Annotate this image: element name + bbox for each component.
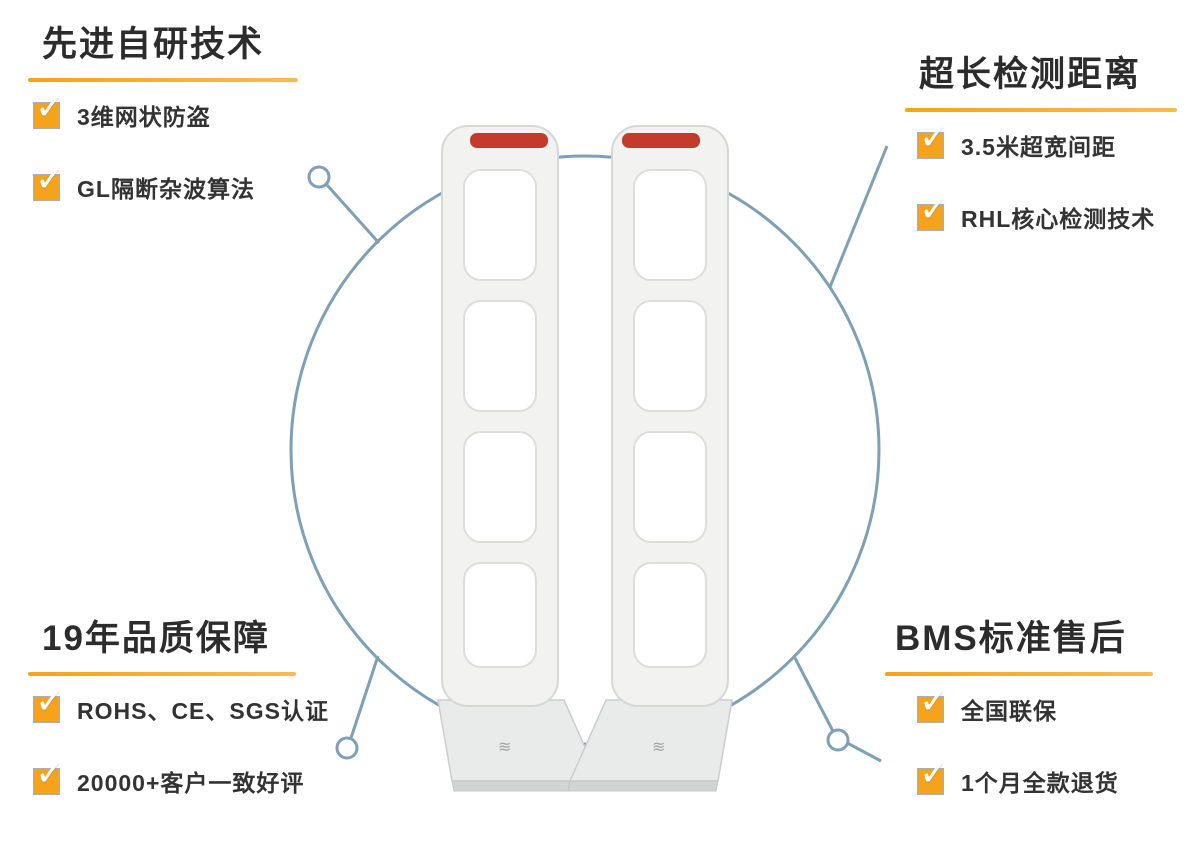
connector-line-bottom-left (348, 655, 380, 742)
connector-line-top-right (828, 145, 889, 288)
gate-right-base (568, 699, 733, 782)
feature-item-label: 全国联保 (961, 698, 1057, 724)
gate-right-pillar: ≋ (567, 125, 733, 792)
feature-list: ✓ 全国联保 ✓ 1个月全款退货 (885, 679, 1153, 798)
gate-left-indicator-light (470, 133, 548, 148)
feature-item: ✓ 20000+客户一致好评 (33, 751, 303, 798)
feature-item-label: ROHS、CE、SGS认证 (77, 698, 329, 724)
accent-underline (28, 78, 298, 82)
check-icon: ✓ (33, 157, 67, 201)
accent-underline (28, 672, 296, 676)
gate-right-indicator-light (622, 133, 700, 148)
check-icon: ✓ (33, 751, 67, 795)
feature-title-bottom-right: BMS标准售后 (895, 619, 1127, 658)
gate-left-pillar: ≋ (437, 125, 603, 792)
gate-left-windows (463, 169, 537, 668)
gate-left-brand-mark: ≋ (498, 739, 511, 756)
feature-item: ✓ GL隔断杂波算法 (33, 157, 298, 204)
feature-title-top-right: 超长检测距离 (919, 55, 1142, 94)
connector-node-top-left (307, 165, 331, 189)
accent-underline (905, 108, 1177, 112)
feature-item: ✓ RHL核心检测技术 (917, 187, 1177, 234)
feature-item: ✓ 1个月全款退货 (917, 751, 1153, 798)
feature-item-label: GL隔断杂波算法 (77, 176, 255, 202)
check-icon: ✓ (917, 115, 951, 159)
check-icon: ✓ (917, 187, 951, 231)
backdrop-circle (289, 154, 881, 746)
feature-item-label: 3.5米超宽间距 (961, 134, 1116, 160)
check-icon: ✓ (917, 679, 951, 723)
feature-list: ✓ 3.5米超宽间距 ✓ RHL核心检测技术 (905, 115, 1177, 234)
feature-title-bottom-left: 19年品质保障 (42, 619, 270, 658)
gate-right-windows (633, 169, 707, 668)
connector-node-bottom-right (826, 728, 850, 752)
feature-item: ✓ 3维网状防盗 (33, 85, 298, 132)
check-icon: ✓ (917, 751, 951, 795)
feature-item: ✓ 全国联保 (917, 679, 1153, 726)
feature-block-top-right: 超长检测距离 ✓ 3.5米超宽间距 ✓ RHL核心检测技术 (905, 54, 1177, 234)
check-icon: ✓ (33, 679, 67, 723)
feature-item: ✓ 3.5米超宽间距 (917, 115, 1177, 162)
feature-block-bottom-right: BMS标准售后 ✓ 全国联保 ✓ 1个月全款退货 (885, 618, 1153, 798)
feature-item: ✓ ROHS、CE、SGS认证 (33, 679, 328, 726)
feature-block-top-left: 先进自研技术 ✓ 3维网状防盗 ✓ GL隔断杂波算法 (28, 24, 298, 204)
feature-item-label: 20000+客户一致好评 (77, 770, 305, 796)
feature-list: ✓ ROHS、CE、SGS认证 ✓ 20000+客户一致好评 (28, 679, 328, 798)
feature-item-label: 3维网状防盗 (77, 104, 211, 130)
feature-block-bottom-left: 19年品质保障 ✓ ROHS、CE、SGS认证 ✓ 20000+客户一致好评 (28, 618, 328, 798)
check-icon: ✓ (33, 85, 67, 129)
connector-node-bottom-left (335, 736, 359, 760)
feature-title-top-left: 先进自研技术 (42, 25, 265, 64)
feature-list: ✓ 3维网状防盗 ✓ GL隔断杂波算法 (28, 85, 298, 204)
connector-line-top-left (325, 183, 381, 245)
feature-item-label: RHL核心检测技术 (961, 206, 1156, 232)
gate-right-base-foot (567, 780, 719, 792)
gate-right-brand-mark: ≋ (652, 739, 665, 756)
feature-item-label: 1个月全款退货 (961, 770, 1119, 796)
accent-underline (885, 672, 1153, 676)
